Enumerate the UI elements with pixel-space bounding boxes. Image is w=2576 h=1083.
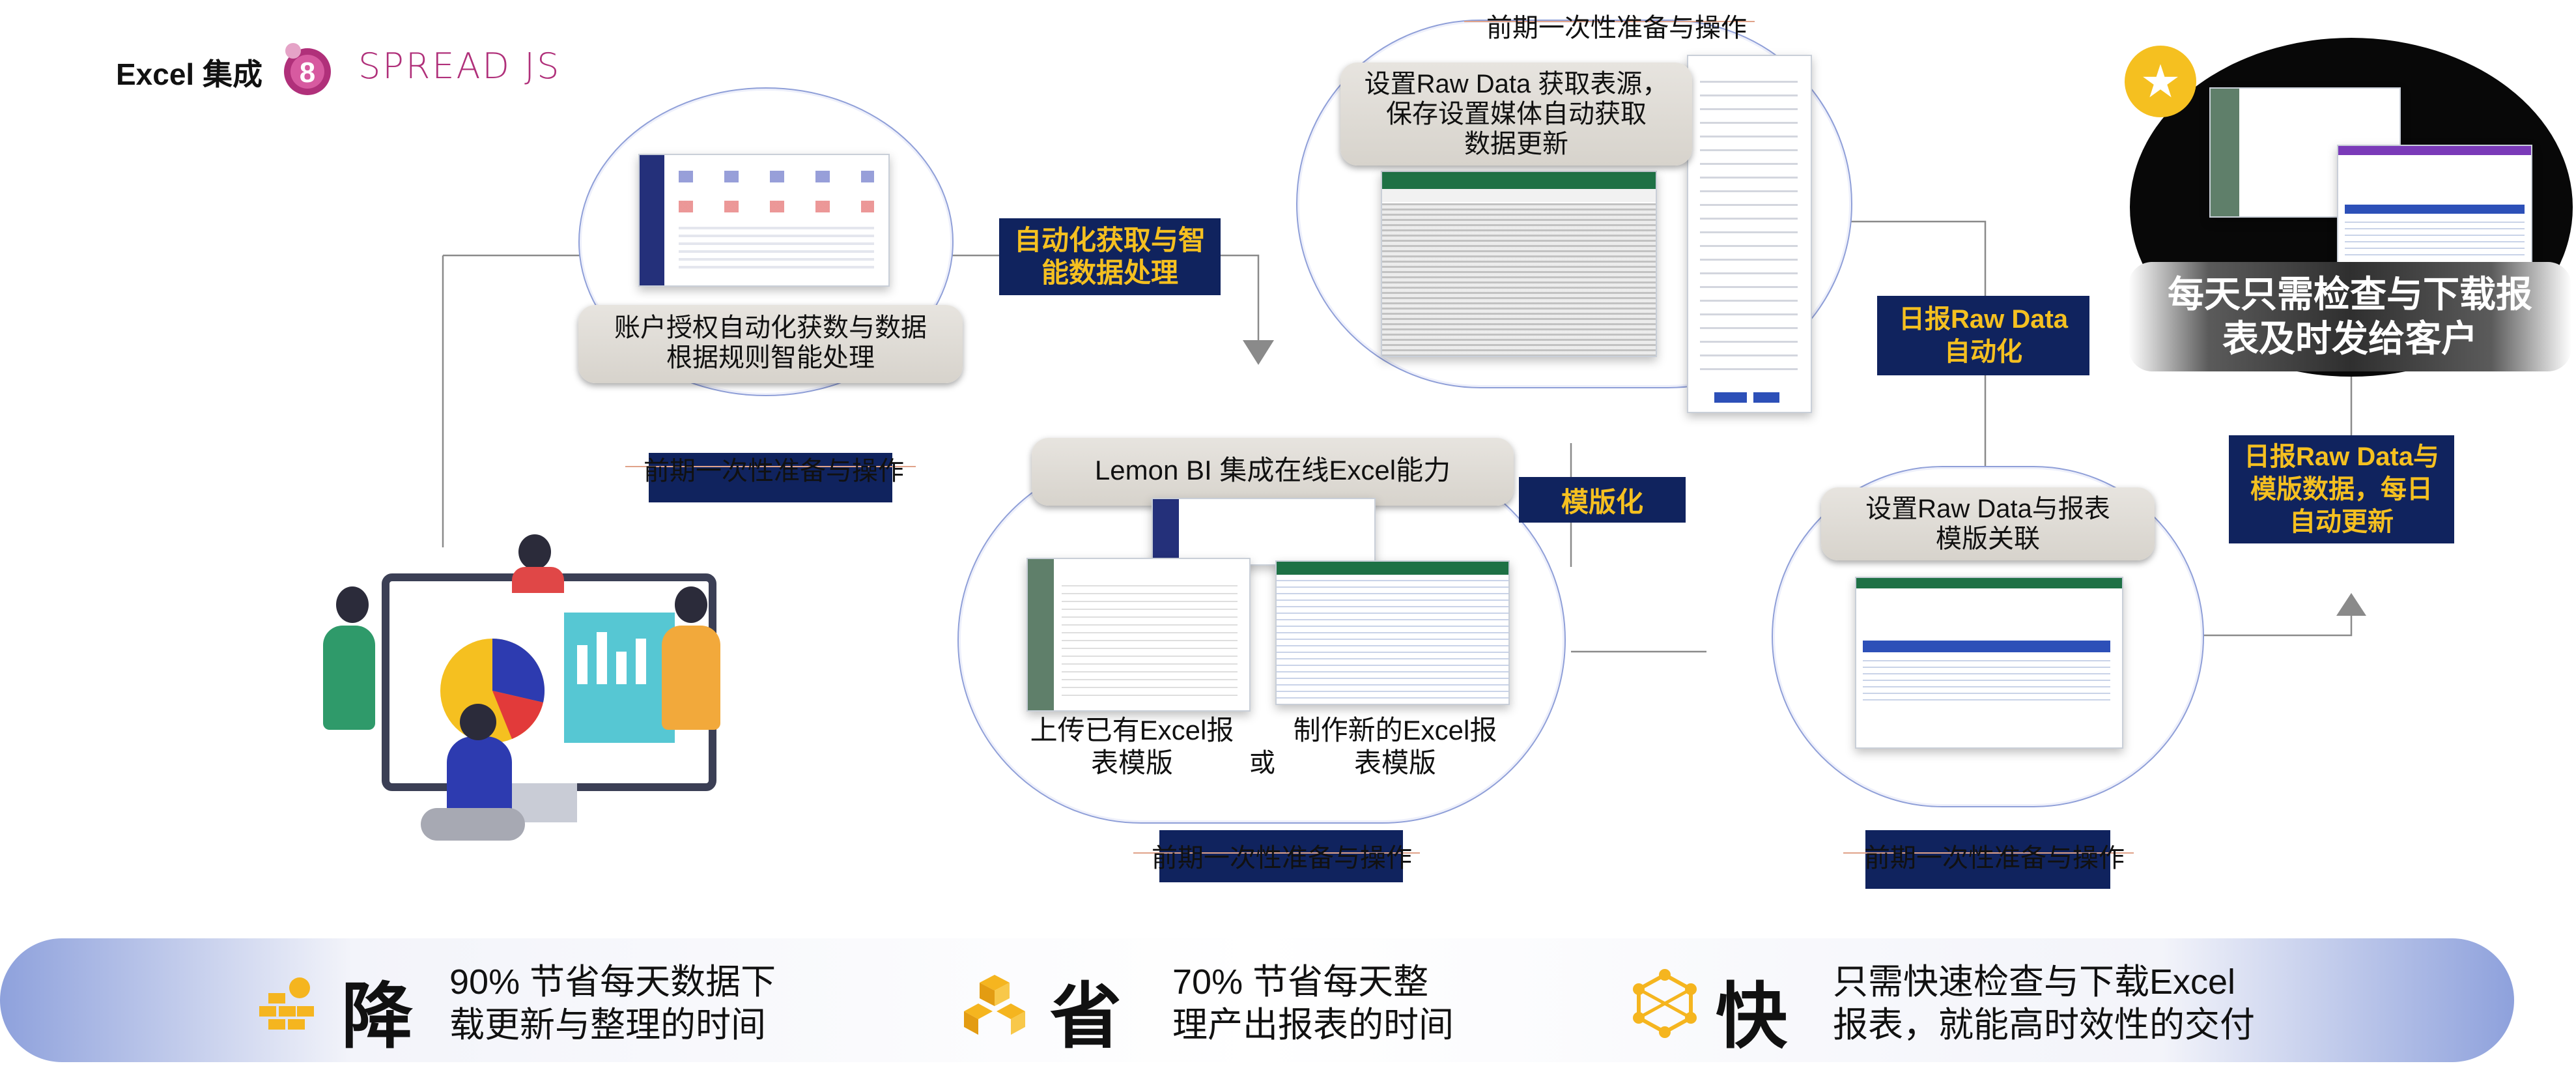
prep-label-box-1 [649,453,892,502]
benefit-char-3: 快 [1716,977,1787,1057]
benefit-text-2: 70% 节省每天整 理产出报表的时间 [1172,962,1454,1045]
new-template-screenshot [1275,560,1510,705]
svg-text:8: 8 [300,57,315,89]
prep-label-1: 前期一次性准备与操作 [644,457,904,485]
daily-update-box: 日报Raw Data与 模版数据，每日 自动更新 [2229,435,2454,543]
account-auth-label: 账户授权自动化获数与数据 根据规则智能处理 [578,305,963,383]
check-download-label: 每天只需检查与下载报 表及时发给客户 [2129,262,2571,371]
benefits-banner [0,938,2514,1062]
team-illustration [310,515,792,867]
or-label: 或 [1249,749,1275,777]
arrow-up-icon [2336,593,2366,616]
prep-label-box-3 [1159,830,1403,882]
prep-label-box-4 [1865,830,2110,889]
link-template-screenshot [1855,577,2123,749]
report-screenshot-front [2337,145,2532,268]
arrow-down-icon [1243,340,1274,365]
prep-label-3: 前期一次性准备与操作 [1152,844,1412,873]
gold-cubes-icon [964,975,1025,1035]
media-setup-label: 设置Raw Data 获取表源， 保存设置媒体自动获取 数据更新 [1340,63,1692,166]
star-icon: ★ [2125,46,2196,117]
upload-template-screenshot [1026,558,1251,712]
benefit-text-3: 只需快速检查与下载Excel 报表，就能高时效性的交付 [1833,962,2255,1045]
spreadjs-logo-icon: 8 [284,43,331,95]
excel-raw-screenshot [1381,171,1657,357]
pie-chart-icon [440,639,545,743]
prep-label-2: 前期一次性准备与操作 [1486,14,1747,42]
templating-box: 模版化 [1519,477,1686,523]
dashboard-screenshot [638,154,890,287]
gold-bricks-icon [259,977,314,1030]
gold-network-icon [1633,969,1697,1038]
prep-label-4: 前期一次性准备与操作 [1864,844,2125,873]
benefit-char-2: 省 [1050,977,1122,1057]
benefit-text-1: 90% 节省每天数据下 载更新与整理的时间 [449,962,776,1045]
settings-panel-screenshot [1687,55,1812,413]
daily-raw-auto-box: 日报Raw Data 自动化 [1877,296,2089,375]
upload-existing-label: 上传已有Excel报 表模版 [1030,715,1234,778]
spreadjs-logo-text: SPREAD JS [358,46,561,87]
bi-top-screenshot [1152,498,1376,566]
benefit-char-1: 降 [341,977,413,1057]
link-template-label: 设置Raw Data与报表 模版关联 [1821,487,2155,560]
lemon-bi-label: Lemon BI 集成在线Excel能力 [1032,438,1514,506]
auto-fetch-box: 自动化获取与智 能数据处理 [999,218,1221,295]
create-new-label: 制作新的Excel报 表模版 [1293,715,1497,778]
page-title: Excel 集成 [116,57,262,91]
